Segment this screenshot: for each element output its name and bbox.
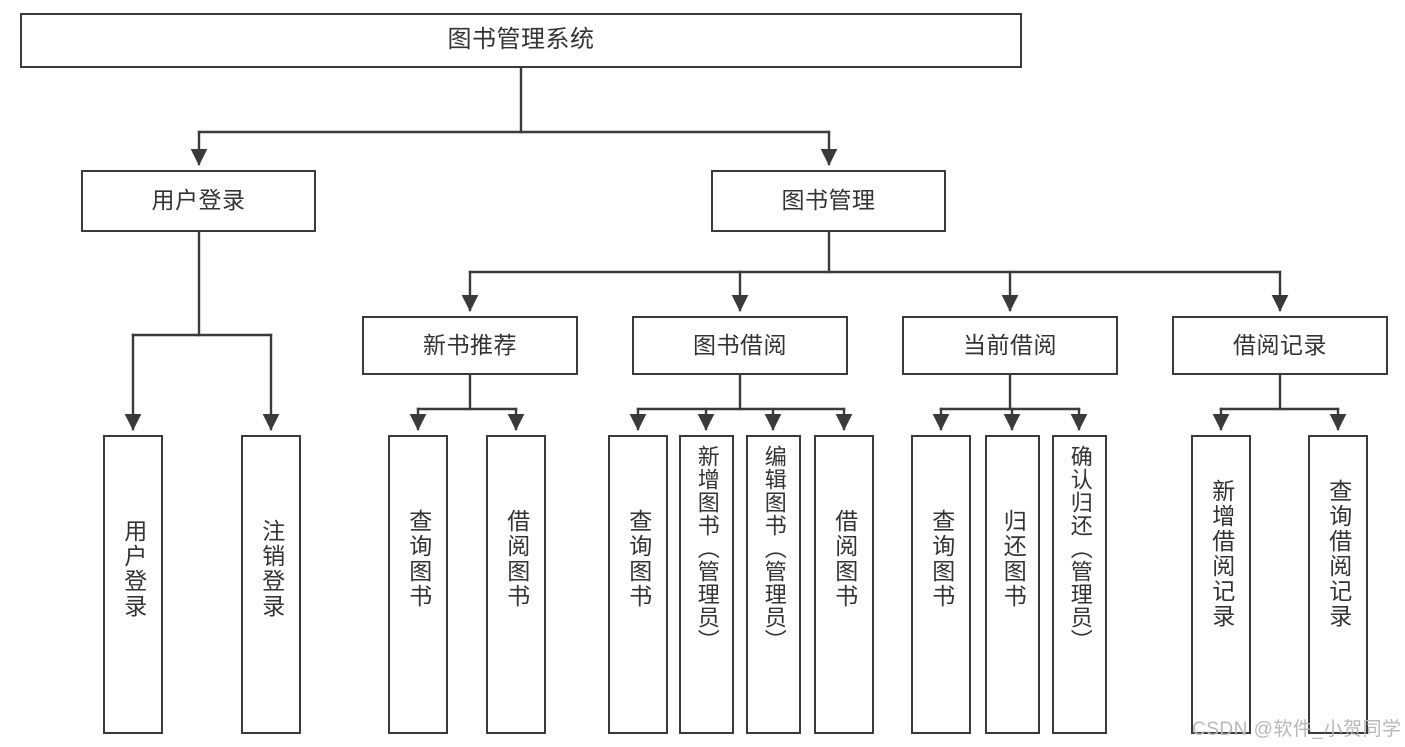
node-leaf-query-book-2-label: 查询图书 <box>625 509 652 609</box>
node-user-login[interactable]: 用户登录 <box>81 170 316 232</box>
node-book-borrow-label: 图书借阅 <box>693 331 787 358</box>
node-borrow-record-label: 借阅记录 <box>1233 331 1327 358</box>
node-leaf-borrow-book-1[interactable]: 借阅图书 <box>486 435 546 734</box>
node-leaf-query-record[interactable]: 查询借阅记录 <box>1308 435 1368 734</box>
node-leaf-query-record-label: 查询借阅记录 <box>1325 479 1352 629</box>
node-borrow-record[interactable]: 借阅记录 <box>1172 316 1388 375</box>
node-leaf-user-login[interactable]: 用户登录 <box>103 435 163 734</box>
node-leaf-confirm-return-label: 确认归还（管理员） <box>1067 445 1093 652</box>
node-leaf-query-book-2[interactable]: 查询图书 <box>608 435 668 734</box>
node-leaf-edit-book[interactable]: 编辑图书（管理员） <box>746 435 801 734</box>
node-leaf-borrow-book-2[interactable]: 借阅图书 <box>814 435 874 734</box>
node-leaf-return-book[interactable]: 归还图书 <box>985 435 1040 734</box>
node-leaf-query-book-1[interactable]: 查询图书 <box>388 435 448 734</box>
node-book-borrow[interactable]: 图书借阅 <box>632 316 848 375</box>
node-root-label: 图书管理系统 <box>447 26 595 54</box>
node-leaf-return-book-label: 归还图书 <box>1000 509 1027 609</box>
node-book-manage[interactable]: 图书管理 <box>711 170 946 232</box>
node-leaf-query-book-1-label: 查询图书 <box>405 509 432 609</box>
node-leaf-edit-book-label: 编辑图书（管理员） <box>761 445 787 652</box>
node-leaf-logout-label: 注销登录 <box>258 519 285 619</box>
node-leaf-confirm-return[interactable]: 确认归还（管理员） <box>1052 435 1107 734</box>
node-leaf-borrow-book-1-label: 借阅图书 <box>503 509 530 609</box>
node-leaf-add-record[interactable]: 新增借阅记录 <box>1191 435 1251 734</box>
node-leaf-user-login-label: 用户登录 <box>120 519 147 619</box>
node-leaf-query-book-3[interactable]: 查询图书 <box>911 435 971 734</box>
node-leaf-query-book-3-label: 查询图书 <box>928 509 955 609</box>
node-leaf-add-book-label: 新增图书（管理员） <box>694 445 720 652</box>
node-new-book-rec[interactable]: 新书推荐 <box>362 316 578 375</box>
node-user-login-label: 用户登录 <box>151 187 246 214</box>
node-current-borrow-label: 当前借阅 <box>963 331 1057 358</box>
node-new-book-rec-label: 新书推荐 <box>423 331 517 358</box>
watermark-text: CSDN @软件_小贺同学 <box>1192 719 1402 740</box>
node-root[interactable]: 图书管理系统 <box>20 13 1022 68</box>
node-book-manage-label: 图书管理 <box>781 187 876 214</box>
node-leaf-logout[interactable]: 注销登录 <box>241 435 301 734</box>
node-leaf-add-record-label: 新增借阅记录 <box>1208 479 1235 629</box>
node-leaf-borrow-book-2-label: 借阅图书 <box>831 509 858 609</box>
node-current-borrow[interactable]: 当前借阅 <box>902 316 1118 375</box>
node-leaf-add-book[interactable]: 新增图书（管理员） <box>679 435 734 734</box>
